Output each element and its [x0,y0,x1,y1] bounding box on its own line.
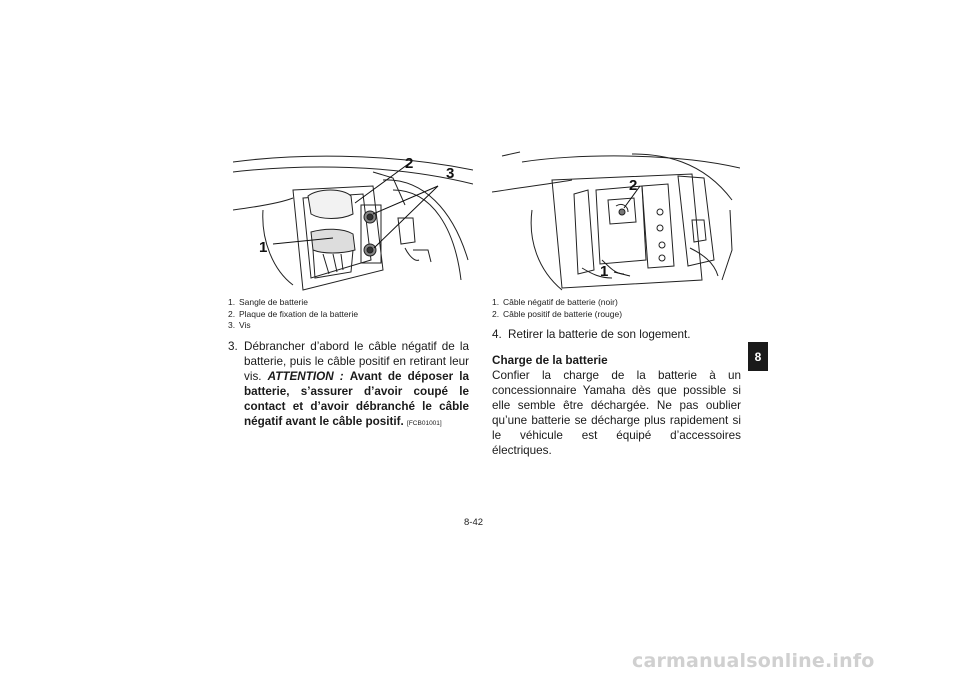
figure-legend-left: 1.Sangle de batterie 2.Plaque de fixatio… [228,297,478,332]
warning-text: Avant de déposer la batterie, s’assurer … [244,370,469,428]
legend-number: 3. [228,320,236,330]
watermark: carmanualsonline.info [632,650,875,672]
step-body: Débrancher d’abord le câble négatif de l… [244,339,469,431]
figure-legend-right: 1.Câble négatif de batterie (noir) 2.Câb… [492,297,742,320]
legend-item: 3.Vis [228,320,478,332]
reference-code: [FCB01001] [407,420,442,427]
callout-2: 2 [629,177,637,194]
legend-number: 2. [492,308,500,319]
legend-item: 2.Plaque de fixation de la batterie [228,309,478,321]
legend-number: 2. [228,308,236,319]
callout-3: 3 [446,165,454,182]
legend-item: 1.Sangle de batterie [228,297,478,309]
step-4: 4. Retirer la batterie de son logement. [492,327,741,342]
right-column: 4. Retirer la batterie de son logement. … [492,327,741,458]
left-column: 3. Débrancher d’abord le câble négatif d… [228,339,469,431]
section-body: Confier la charge de la batterie à un co… [492,369,741,457]
battery-strap-illustration: 2 3 1 [233,150,473,295]
chapter-tab: 8 [748,342,768,371]
legend-item: 1.Câble négatif de batterie (noir) [492,297,742,309]
callout-1: 1 [259,239,267,256]
legend-text: Câble positif de batterie (rouge) [503,308,623,319]
legend-number: 1. [492,297,500,307]
legend-text: Vis [239,320,251,330]
battery-cables-illustration: 2 1 [492,150,740,295]
callout-1: 1 [600,263,608,280]
step-number: 3. [228,340,238,353]
legend-text: Plaque de fixation de la batterie [239,308,359,319]
page-number: 8-42 [464,517,484,528]
legend-item: 2.Câble positif de batterie (rouge) [492,309,742,321]
step-3: 3. Débrancher d’abord le câble négatif d… [228,339,469,431]
step-text: Débrancher d’abord le câble négatif de l… [244,340,469,383]
legend-number: 1. [228,297,236,307]
attention-label: ATTENTION : [267,370,344,383]
step-text: Retirer la batterie de son logement. [508,328,691,341]
section-heading: Charge de la batterie [492,354,608,367]
step-number: 4. [492,328,502,341]
callout-2: 2 [405,155,413,172]
legend-text: Câble négatif de batterie (noir) [503,297,618,307]
legend-text: Sangle de batterie [239,297,308,307]
